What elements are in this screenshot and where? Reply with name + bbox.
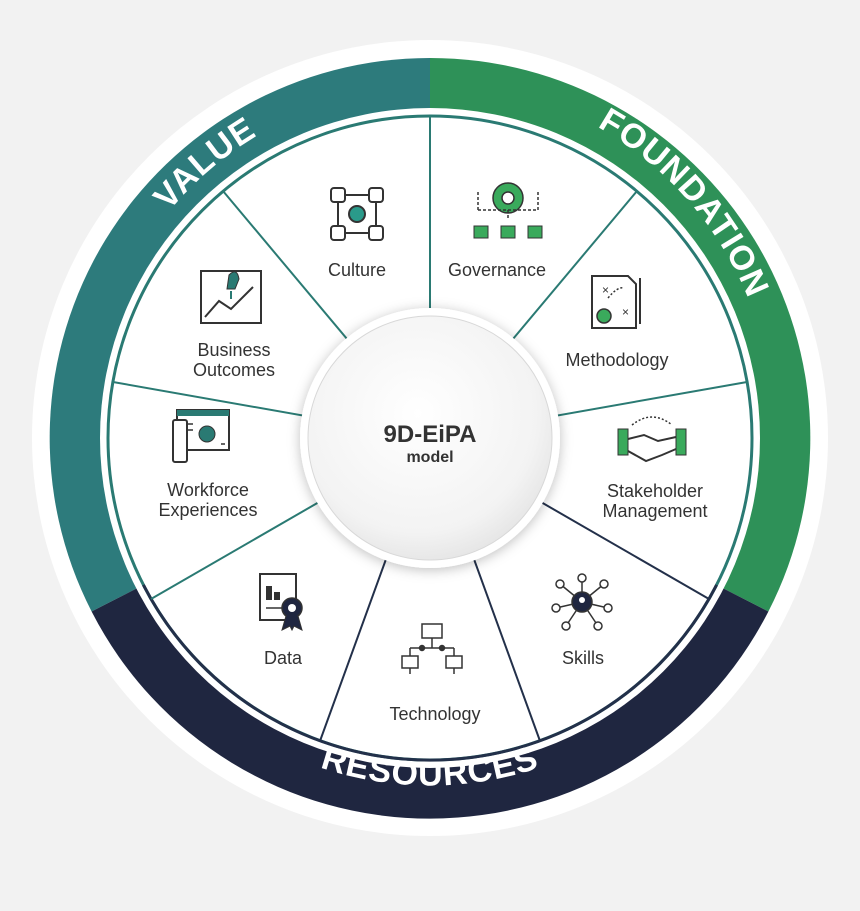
center-subtitle: model [406,449,453,466]
center-hub [307,315,553,561]
svg-text:×: × [602,283,609,297]
skills-network-icon [551,573,613,631]
governance-label: Governance [448,260,546,280]
stakeholder-label-line1: Stakeholder [607,481,703,501]
inner-disk-rim-navy [142,584,718,762]
handshake-icon [617,416,687,463]
stakeholder-label-line2: Management [602,501,707,521]
center-title: 9D-EiPA [384,421,477,448]
business-label-line2: Outcomes [193,360,275,380]
culture-icon [330,187,384,241]
workforce-label-line1: Workforce [167,480,249,500]
technology-network-icon [401,623,463,674]
skills-label: Skills [562,648,604,668]
workforce-label-line2: Experiences [158,500,257,520]
technology-label: Technology [389,704,480,724]
methodology-icon: × × [591,275,641,329]
business-rocket-icon [200,270,262,324]
data-certificate-icon [259,573,303,632]
data-label: Data [264,648,303,668]
culture-label: Culture [328,260,386,280]
governance-icon [473,182,543,239]
svg-text:×: × [622,305,629,319]
business-label-line1: Business [197,340,270,360]
workforce-device-icon [172,409,230,463]
methodology-label: Methodology [565,350,668,370]
